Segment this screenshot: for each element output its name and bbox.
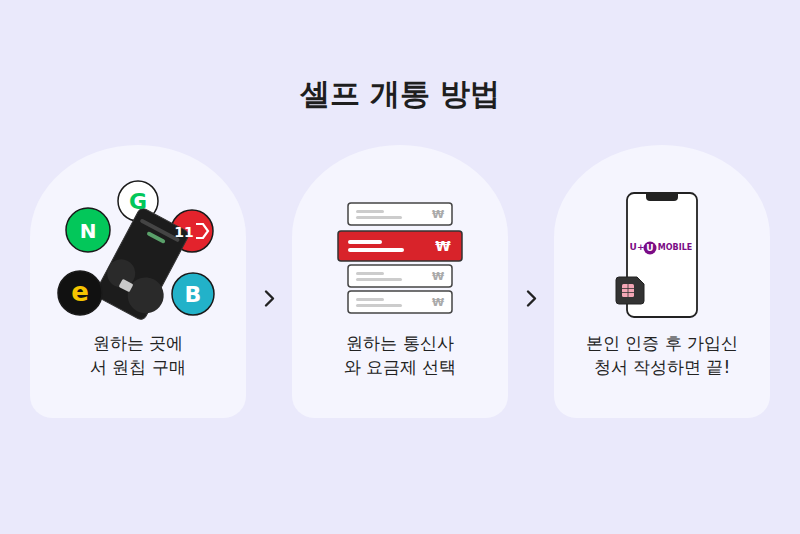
step-text: 본인 인증 후 가입신청서 작성하면 끝! — [562, 331, 762, 379]
shop-logo-letter: B — [185, 284, 202, 306]
shop-logo-letter: 11 — [174, 225, 193, 239]
step-text: 원하는 곳에서 원칩 구매 — [73, 331, 203, 379]
shop-logo-letter: N — [80, 221, 97, 241]
phone — [616, 193, 697, 317]
brand-text: U — [646, 244, 653, 253]
step-text: 원하는 통신사와 요금제 선택 — [330, 331, 470, 379]
title: 셀프 개통 방법 — [0, 74, 800, 114]
step-arrow — [266, 292, 273, 306]
brand-text: MOBILE — [658, 244, 692, 252]
plan-list — [338, 203, 462, 313]
shop-logo-letter: e — [71, 279, 89, 305]
arrow-head — [266, 292, 273, 306]
arrow-head — [528, 292, 535, 306]
shop-logo-letter: G — [129, 191, 147, 213]
won-sign: ₩ — [432, 297, 444, 308]
won-sign: ₩ — [435, 239, 450, 253]
brand-text: U+ — [630, 243, 645, 252]
won-sign: ₩ — [432, 209, 444, 220]
won-sign: ₩ — [432, 271, 444, 282]
step-arrow — [528, 292, 535, 306]
